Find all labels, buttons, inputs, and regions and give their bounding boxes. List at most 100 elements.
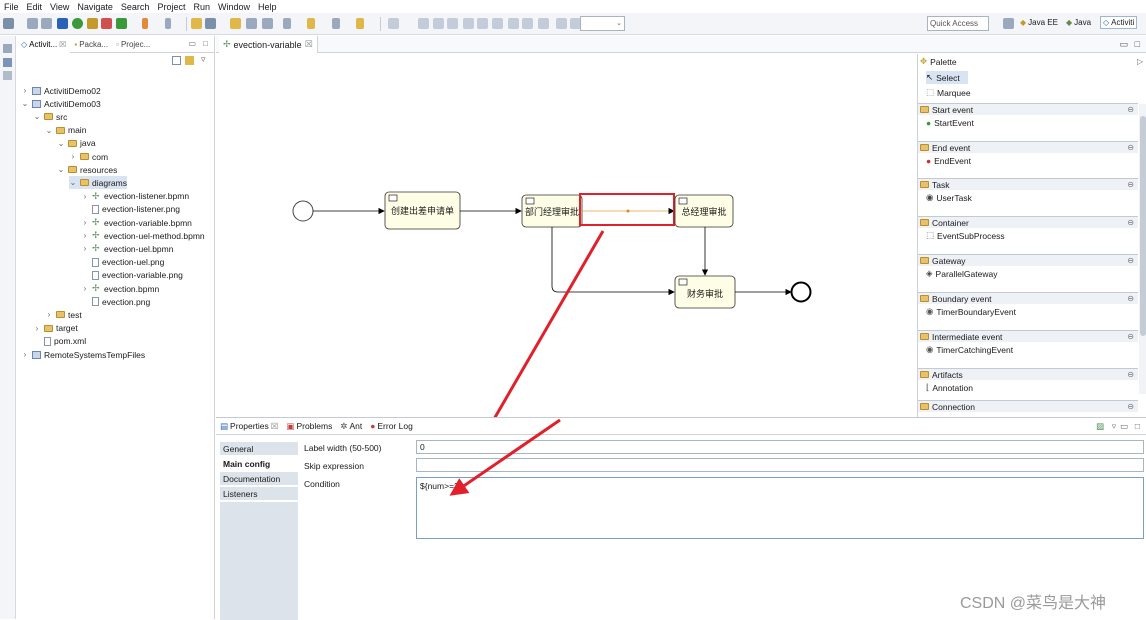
collapse-all-icon[interactable]	[172, 56, 181, 65]
servers-icon[interactable]	[3, 71, 12, 80]
nav-icon[interactable]	[262, 18, 273, 29]
palette-collapse-icon[interactable]: ▷	[1137, 57, 1144, 66]
palette-drawer-container[interactable]: Container⊖	[918, 216, 1138, 228]
tab-error-log[interactable]: ●Error Log	[370, 421, 413, 431]
back-icon[interactable]	[283, 18, 291, 29]
drawer-pin-icon[interactable]: ⊖	[1127, 332, 1134, 341]
flow-dept-to-finance[interactable]	[551, 227, 675, 296]
palette-item-usertask[interactable]: ◉UserTask	[926, 191, 972, 204]
drawer-pin-icon[interactable]: ⊖	[1127, 143, 1134, 152]
palette-drawer-artifacts[interactable]: Artifacts⊖	[918, 368, 1138, 380]
minimize-icon[interactable]: ▭	[188, 39, 196, 48]
tree-item[interactable]: ›RemoteSystemsTempFiles	[21, 348, 145, 361]
chevron-right-icon[interactable]: ›	[35, 323, 39, 333]
zoom-fit-icon[interactable]	[570, 18, 581, 29]
tree-item[interactable]: ›✢evection.bpmn	[81, 282, 160, 295]
minimize-icon[interactable]: ▭	[1119, 39, 1128, 49]
forward-icon[interactable]	[307, 18, 315, 29]
tree-item[interactable]: ›✢evection-variable.bpmn	[81, 216, 192, 229]
chevron-right-icon[interactable]: ›	[83, 244, 87, 254]
palette-item-eventsubprocess[interactable]: ⬚EventSubProcess	[926, 229, 1005, 242]
menu-help[interactable]: Help	[258, 1, 277, 12]
tab-properties[interactable]: ▤Properties☒	[216, 420, 283, 432]
search-icon[interactable]	[205, 18, 216, 29]
palette-drawer-boundary-event[interactable]: Boundary event⊖	[918, 292, 1138, 304]
palette-drawer-connection[interactable]: Connection⊖	[918, 400, 1138, 412]
maximize-icon[interactable]: □	[1134, 421, 1140, 431]
open-perspective-icon[interactable]	[1003, 18, 1014, 29]
drawer-pin-icon[interactable]: ⊖	[1127, 294, 1134, 303]
palette-item-endevent[interactable]: ●EndEvent	[926, 154, 971, 167]
menu-navigate[interactable]: Navigate	[77, 1, 113, 12]
chevron-right-icon[interactable]: ›	[83, 284, 87, 293]
tree-item[interactable]: ⌄main	[45, 124, 87, 137]
terminal-icon[interactable]	[57, 18, 68, 29]
open-folder-icon[interactable]	[191, 18, 202, 29]
tree-item[interactable]: ⌄java	[57, 137, 96, 150]
palette-drawer-intermediate-event[interactable]: Intermediate event⊖	[918, 330, 1138, 342]
link-editor-icon[interactable]	[185, 56, 194, 65]
tree-item[interactable]: ›✢evection-listener.bpmn	[81, 190, 189, 203]
perspective-activiti[interactable]: ◇Activiti	[1100, 16, 1138, 29]
menu-window[interactable]: Window	[217, 1, 250, 12]
tree-item[interactable]: ›ActivitiDemo02	[21, 84, 101, 97]
chevron-right-icon[interactable]: ›	[71, 152, 75, 161]
distribute-icon[interactable]	[522, 18, 533, 29]
align-bottom-icon[interactable]	[477, 18, 488, 29]
tree-item[interactable]: ›✢evection-uel-method.bpmn	[81, 229, 205, 242]
quick-access-input[interactable]: Quick Access	[927, 16, 989, 31]
link-icon[interactable]	[356, 18, 364, 29]
annotation-icon[interactable]	[230, 18, 241, 29]
view-menu-icon[interactable]: ▿	[1111, 421, 1116, 431]
zoom-out-icon[interactable]	[556, 18, 567, 29]
pin-view-icon[interactable]: ▨	[1095, 421, 1104, 431]
restore-icon[interactable]	[3, 44, 12, 53]
tab-activiti-explorer[interactable]: ◇Activit...☒	[17, 35, 71, 53]
section-listeners[interactable]: Listeners	[220, 487, 298, 501]
drawer-pin-icon[interactable]: ⊖	[1127, 180, 1134, 189]
task-create-application[interactable]	[384, 191, 461, 230]
tree-item[interactable]: evection-variable.png	[81, 269, 183, 282]
end-event[interactable]	[790, 281, 812, 303]
arrow-icon[interactable]	[332, 18, 340, 29]
tree-item[interactable]: pom.xml	[33, 335, 86, 348]
save-all-icon[interactable]	[41, 18, 52, 29]
close-icon[interactable]: ☒	[59, 39, 67, 49]
diagram-canvas[interactable]: 创建出差申请单 部门经理审批 总经理审批 财务审批	[216, 54, 916, 417]
perspective-java[interactable]: ◆Java	[1066, 18, 1092, 27]
view-menu-icon[interactable]: ▿	[201, 54, 206, 64]
zoom-in-icon[interactable]	[538, 18, 549, 29]
chevron-right-icon[interactable]: ›	[83, 231, 87, 241]
task-general-manager-approval[interactable]	[674, 194, 734, 228]
palette-item-timercatchingevent[interactable]: ◉TimerCatchingEvent	[926, 343, 1013, 356]
palette-item-timerboundaryevent[interactable]: ◉TimerBoundaryEvent	[926, 305, 1016, 318]
close-icon[interactable]: ☒	[304, 39, 313, 49]
perspective-java-ee[interactable]: ◆Java EE	[1020, 18, 1058, 27]
maximize-icon[interactable]: □	[203, 39, 208, 48]
align-middle-icon[interactable]	[463, 18, 474, 29]
tab-package-explorer[interactable]: ▪Packa...	[74, 39, 109, 49]
tree-item[interactable]: evection-uel.png	[81, 256, 164, 269]
palette-tool-marquee[interactable]: ⬚Marquee	[926, 87, 971, 98]
drawer-pin-icon[interactable]: ⊖	[1127, 370, 1134, 379]
align-center-icon[interactable]	[418, 18, 429, 29]
condition-textarea[interactable]: ${num>=3}	[416, 477, 1144, 539]
chevron-down-icon[interactable]: ⌄	[45, 125, 53, 135]
tree-item[interactable]: evection.png	[81, 295, 150, 308]
tree-item[interactable]: ›test	[45, 308, 82, 321]
menu-edit[interactable]: Edit	[26, 1, 43, 12]
tab-project-explorer[interactable]: ▫Projec...	[116, 39, 151, 49]
align-left-icon[interactable]	[388, 18, 399, 29]
tree-item[interactable]: ⌄src	[33, 110, 68, 123]
tree-item[interactable]: ⌄diagrams	[69, 176, 127, 190]
menu-search[interactable]: Search	[120, 1, 150, 12]
selection-handle[interactable]	[626, 209, 630, 213]
tab-problems[interactable]: ▣Problems	[286, 420, 333, 432]
new-icon[interactable]	[3, 18, 14, 29]
menu-view[interactable]: View	[50, 1, 70, 12]
palette-drawer-task[interactable]: Task⊖	[918, 178, 1138, 190]
section-documentation[interactable]: Documentation	[220, 472, 298, 486]
maximize-icon[interactable]: □	[1134, 39, 1140, 49]
menu-run[interactable]: Run	[193, 1, 210, 12]
chevron-down-icon[interactable]: ⌄	[69, 178, 77, 188]
